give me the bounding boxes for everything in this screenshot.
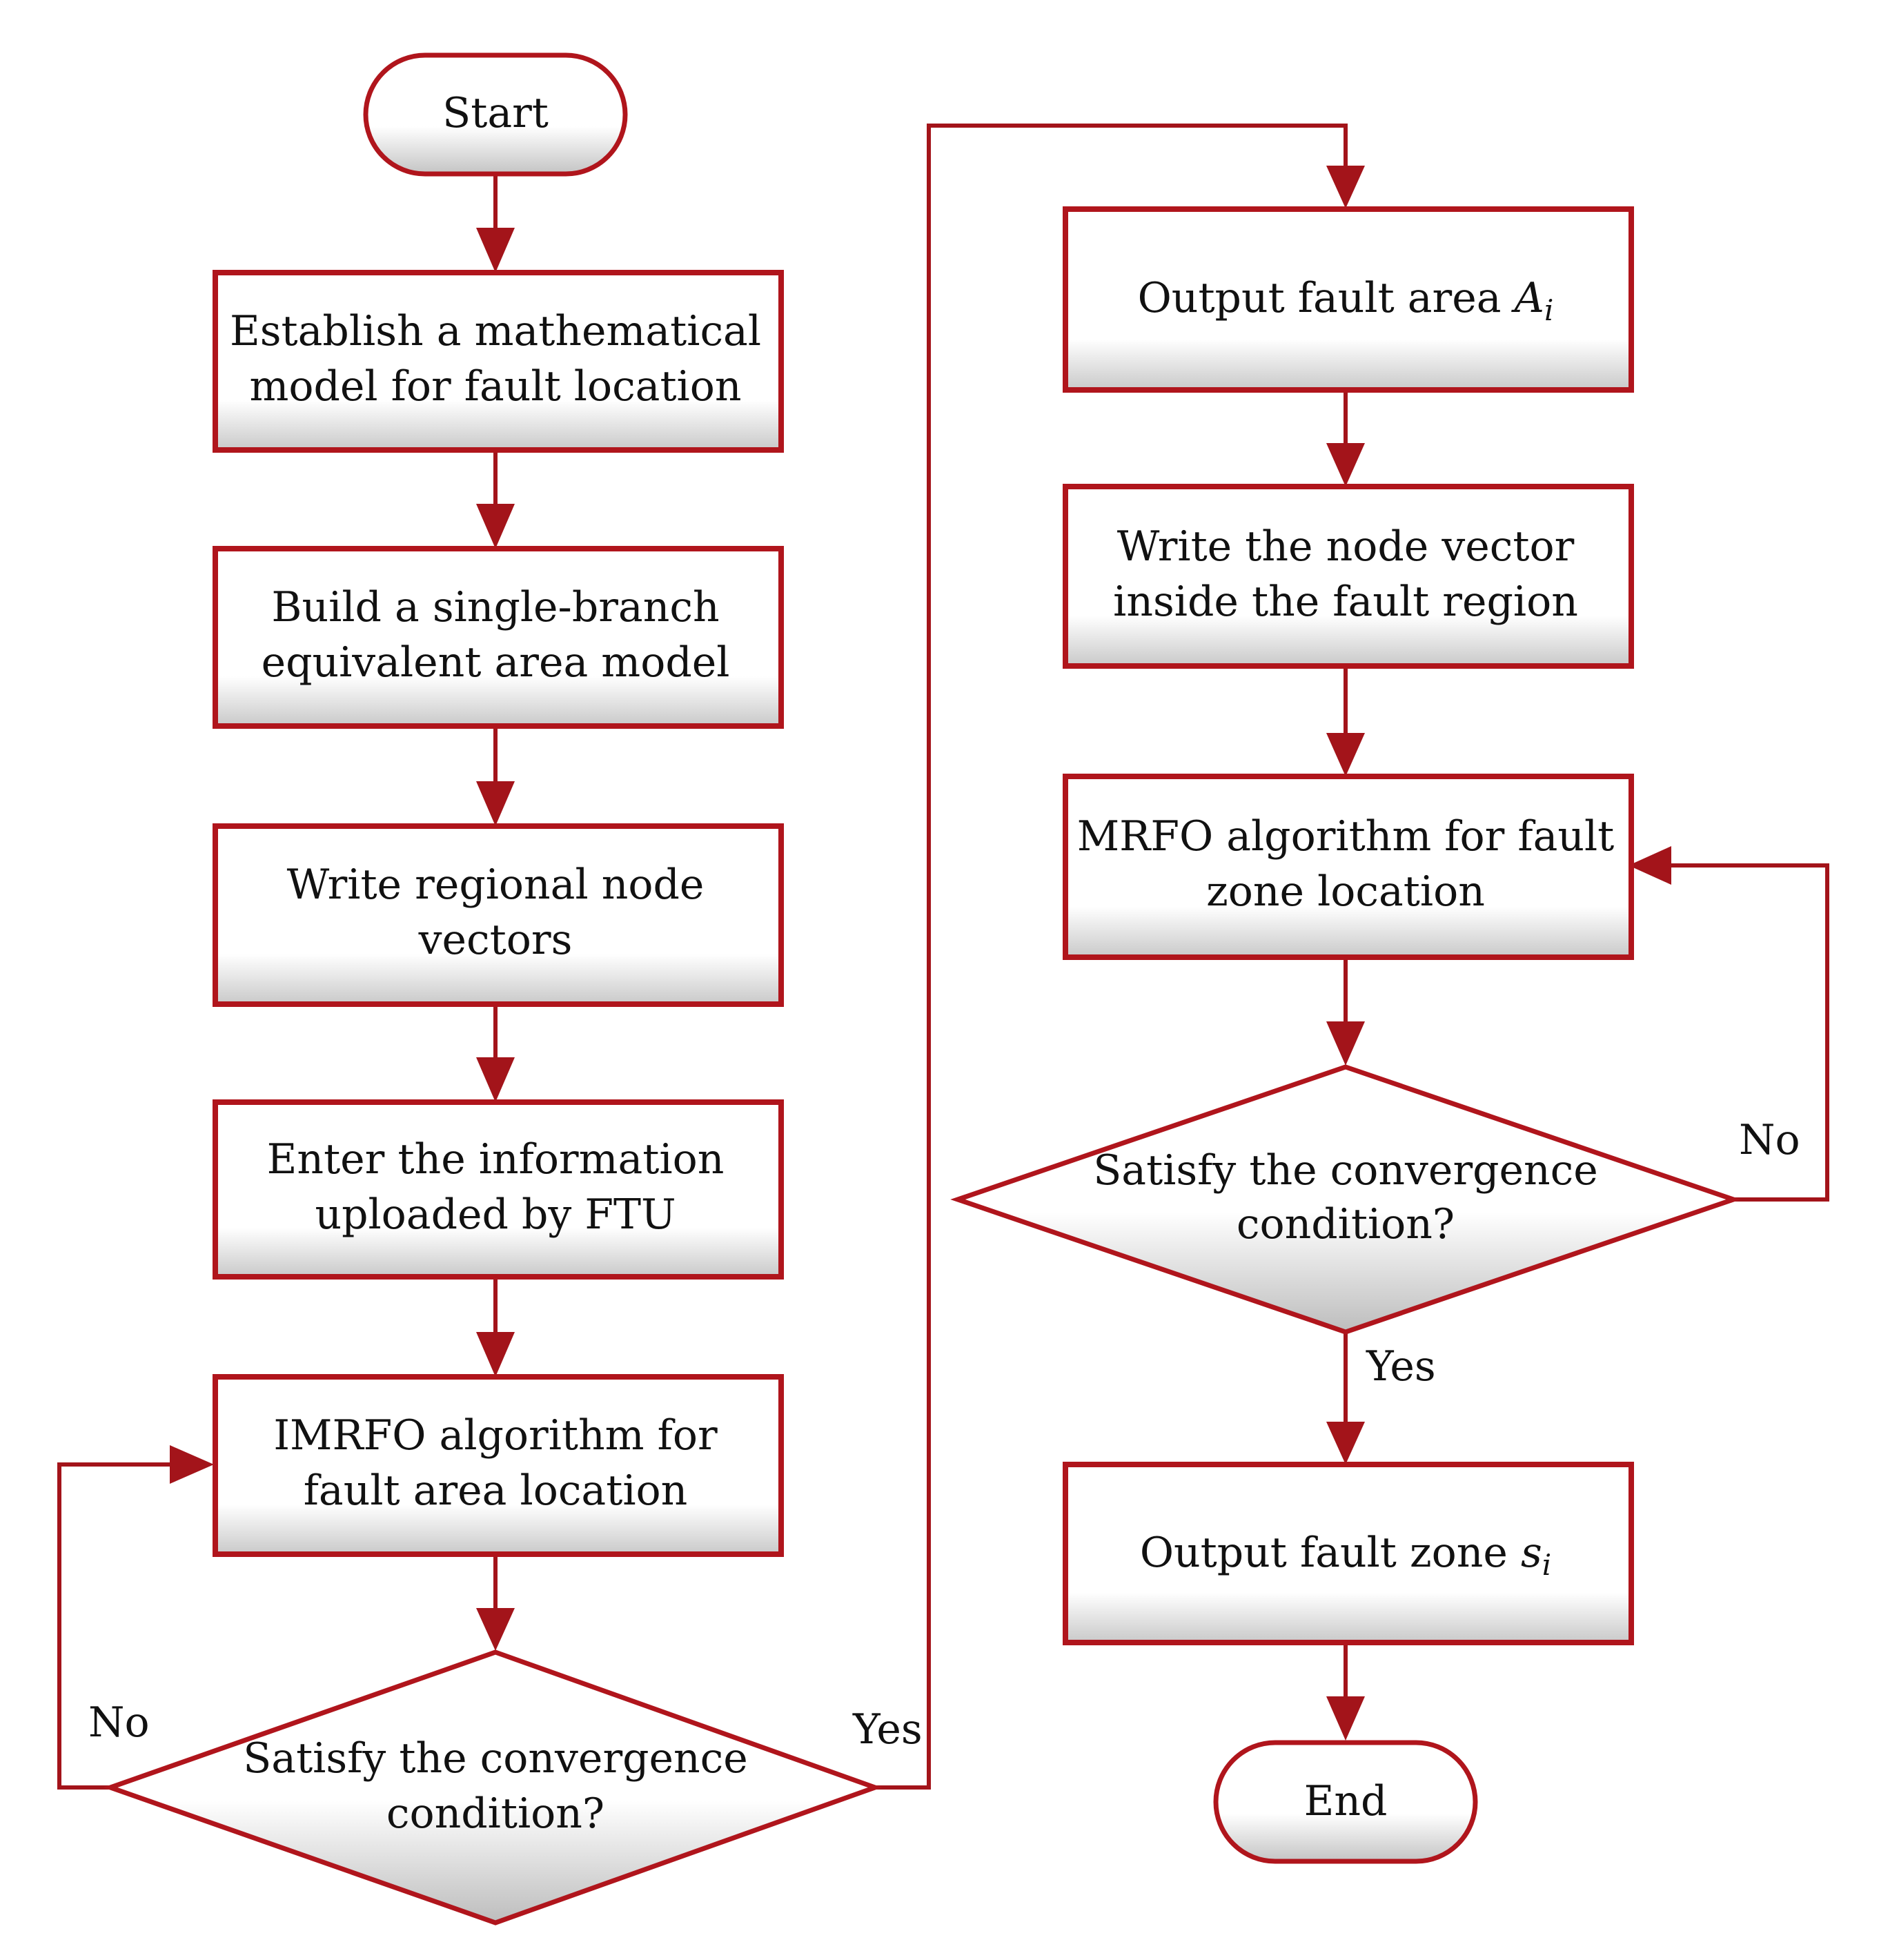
output-fault-zone-text: Output fault zone (1140, 1529, 1521, 1577)
arrowhead-check2 (1326, 1021, 1365, 1066)
arrowhead-imrfo (476, 1332, 515, 1377)
arrowhead-check1 (476, 1608, 515, 1651)
end-label: End (1304, 1777, 1388, 1825)
start-terminal: Start (363, 52, 628, 177)
process-output-fault-zone: Output fault zone si (1063, 1462, 1634, 1645)
write-regional-vectors-line-1: Write regional node (287, 861, 705, 909)
output-fault-zone-subscript: i (1542, 1548, 1551, 1582)
convergence-2-line-1: Satisfy the convergence (1093, 1146, 1598, 1195)
start-label: Start (442, 89, 549, 137)
write-regional-vectors-line-2: vectors (418, 916, 573, 964)
process-write-node-vector-region: Write the node vector inside the fault r… (1063, 484, 1634, 669)
arrowhead-write-node (1326, 443, 1365, 487)
write-node-vector-region-line-1: Write the node vector (1117, 522, 1575, 571)
arrowhead-no-loop-2 (1629, 846, 1671, 885)
edge-label-no-1: No (88, 1698, 150, 1747)
establish-model-line-2: model for fault location (249, 362, 741, 411)
process-enter-ftu-info: Enter the information uploaded by FTU (213, 1099, 784, 1280)
arrowheads (170, 166, 1671, 1741)
edge-label-yes-2: Yes (1366, 1342, 1436, 1391)
enter-ftu-info-line-2: uploaded by FTU (315, 1190, 676, 1239)
build-single-branch-line-1: Build a single-branch (271, 583, 719, 631)
imrfo-area-location-line-1: IMRFO algorithm for (273, 1411, 718, 1460)
process-establish-model: Establish a mathematical model for fault… (213, 270, 784, 453)
arrowhead-build (476, 504, 515, 549)
process-imrfo-area-location: IMRFO algorithm for fault area location (213, 1374, 784, 1557)
process-write-regional-vectors: Write regional node vectors (213, 823, 784, 1007)
output-fault-zone-label: Output fault zone si (1140, 1529, 1551, 1582)
process-mrfo-zone-location: MRFO algorithm for fault zone location (1063, 774, 1634, 960)
build-single-branch-line-2: equivalent area model (262, 638, 730, 687)
output-fault-zone-symbol: s (1521, 1529, 1542, 1577)
decision-convergence-2: Satisfy the convergence condition? (950, 1064, 1741, 1335)
mrfo-zone-location-line-2: zone location (1206, 868, 1485, 916)
output-fault-area-symbol: A (1511, 274, 1544, 322)
mrfo-zone-location-line-1: MRFO algorithm for fault (1077, 812, 1615, 861)
arrowhead-write-regional (476, 781, 515, 826)
edges (57, 124, 1829, 1790)
convergence-1-line-1: Satisfy the convergence (243, 1734, 748, 1783)
arrowhead-no-loop-1 (170, 1445, 214, 1484)
arrowhead-enter (476, 1057, 515, 1102)
decision-convergence-1: Satisfy the convergence condition? (103, 1649, 883, 1925)
process-output-fault-area: Output fault area Ai (1063, 206, 1634, 393)
enter-ftu-info-line-1: Enter the information (267, 1135, 725, 1184)
process-build-single-branch: Build a single-branch equivalent area mo… (213, 546, 784, 729)
arrowhead-output-area (1326, 166, 1365, 208)
end-terminal: End (1213, 1740, 1478, 1864)
output-fault-area-label: Output fault area Ai (1138, 274, 1554, 327)
edge-label-no-2: No (1739, 1116, 1800, 1164)
imrfo-area-location-line-2: fault area location (304, 1467, 688, 1515)
edge-check1-no-loop (57, 1462, 173, 1790)
convergence-1-line-2: condition? (386, 1790, 604, 1838)
output-fault-area-text: Output fault area (1138, 274, 1515, 322)
arrowhead-output-zone (1326, 1422, 1365, 1464)
edge-check1-yes-to-output-area (875, 124, 1348, 1790)
edge-label-yes-1: Yes (852, 1705, 923, 1754)
establish-model-line-1: Establish a mathematical (230, 307, 761, 355)
edge-check2-no-loop (1663, 863, 1829, 1202)
arrowhead-end (1326, 1696, 1365, 1741)
convergence-2-line-2: condition? (1237, 1200, 1455, 1248)
arrowhead-mrfo (1326, 733, 1365, 776)
output-fault-area-subscript: i (1544, 293, 1553, 327)
write-node-vector-region-line-2: inside the fault region (1113, 578, 1578, 626)
arrowhead-establish (476, 228, 515, 273)
